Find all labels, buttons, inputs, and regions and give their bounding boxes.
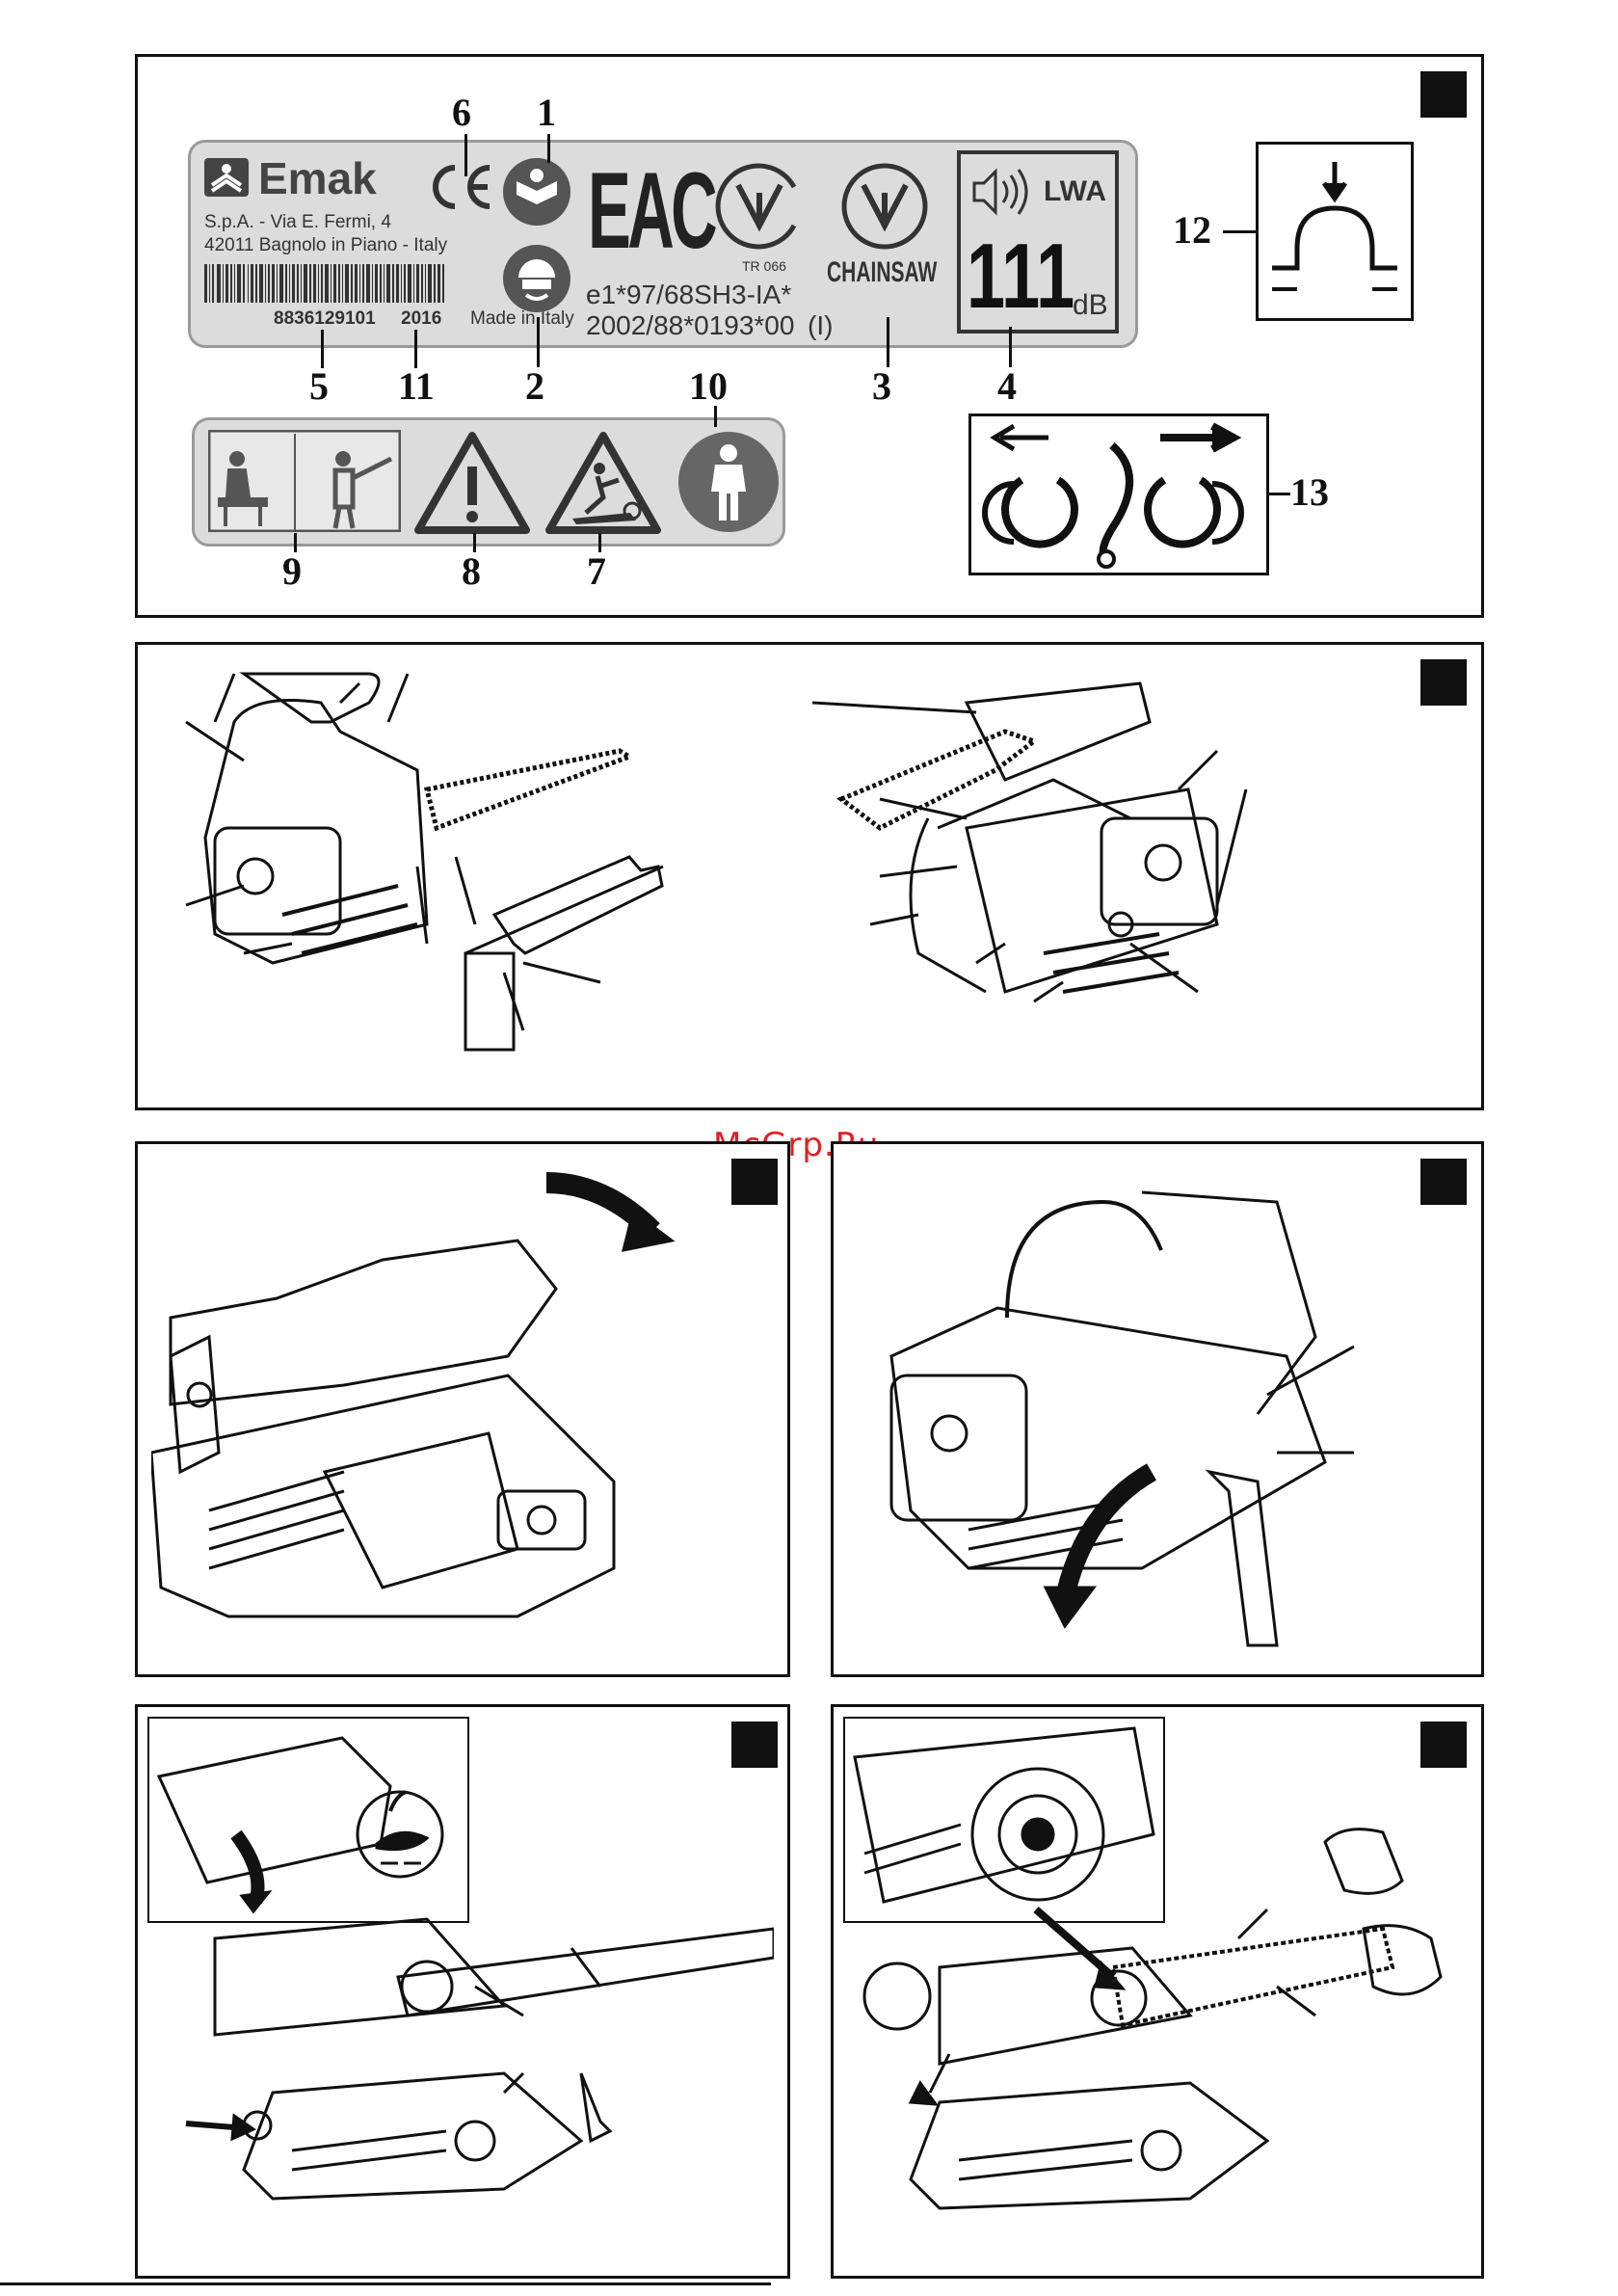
leader-10 <box>714 406 717 427</box>
callout-6: 6 <box>452 93 471 132</box>
ce-mark-icon <box>426 160 495 214</box>
speaker-icon <box>970 168 1034 216</box>
sound-power-box: LWA 111 dB <box>957 150 1119 334</box>
primer-press-icon <box>1259 145 1411 318</box>
lwa-label: LWA <box>1044 175 1106 208</box>
panel-bar-removal <box>135 1704 790 2279</box>
approval-code-2-suffix: (I) <box>808 310 833 341</box>
leader-13 <box>1267 493 1290 495</box>
callout-4: 4 <box>997 367 1017 406</box>
chainsaw-left-view-illustration <box>176 664 677 1088</box>
company-address-line2: 42011 Bagnolo in Piano - Italy <box>204 235 447 256</box>
kickback-warning-icon <box>544 430 663 536</box>
product-type: CHAINSAW <box>827 256 937 289</box>
emak-logo <box>204 158 249 197</box>
read-manual-icon <box>501 156 572 227</box>
callout-10: 10 <box>689 367 728 406</box>
year-of-manufacture: 2016 <box>401 308 441 330</box>
inset-lever-illustration <box>149 1719 464 1917</box>
callout-7: 7 <box>587 552 606 591</box>
leader-8 <box>473 533 476 552</box>
panel-overview <box>135 642 1484 1110</box>
callout-1: 1 <box>537 93 556 132</box>
chainsaw-front-illustration <box>853 1163 1431 1665</box>
brand-name: Emak <box>258 152 377 204</box>
inset-detail <box>147 1717 469 1923</box>
leader-5 <box>321 330 324 368</box>
chain-and-bar-illustration <box>843 1775 1479 2276</box>
figure-number-box <box>1420 71 1467 118</box>
leader-6 <box>464 134 467 176</box>
warning-triangle-icon <box>412 430 532 536</box>
leader-2 <box>537 317 540 367</box>
callout-5: 5 <box>309 367 329 406</box>
callout-3: 3 <box>872 367 891 406</box>
figure-number-box <box>1420 659 1467 706</box>
callout-9: 9 <box>282 552 302 591</box>
figure-number-box <box>1420 1722 1467 1768</box>
approval-code: e1*97/68SH3-IA* <box>586 280 791 310</box>
leader-1 <box>547 134 550 163</box>
training-illustration-icon <box>208 430 401 532</box>
safety-symbols-plate <box>192 417 785 547</box>
chain-tension-icon <box>971 416 1266 573</box>
serial-number: 8836129101 <box>274 308 376 330</box>
leader-11 <box>414 330 417 368</box>
protective-clothing-icon <box>676 430 781 534</box>
leader-12 <box>1223 230 1256 233</box>
eac-mark: EAC <box>588 148 714 273</box>
panel-label-symbols: Emak S.p.A. - Via E. Fermi, 4 42011 Bagn… <box>135 54 1484 618</box>
panel-chain-brake <box>831 1141 1484 1677</box>
callout-13: 13 <box>1290 473 1329 512</box>
bottom-rule <box>0 2283 771 2285</box>
company-address-line1: S.p.A. - Via E. Fermi, 4 <box>204 212 391 233</box>
ukraine-conformity-icon <box>711 158 808 254</box>
bar-and-cover-illustration <box>157 1900 774 2276</box>
sound-power-unit: dB <box>1073 289 1108 322</box>
callout-11: 11 <box>398 367 435 406</box>
callout-12: 12 <box>1173 211 1211 250</box>
panel-cover-removal <box>135 1141 790 1677</box>
sound-power-value: 111 <box>967 224 1074 330</box>
barcode <box>204 264 445 303</box>
callout-8: 8 <box>462 552 481 591</box>
helmet-icon <box>501 243 572 314</box>
panel-chain-fitting <box>831 1704 1484 2279</box>
leader-9 <box>294 533 297 552</box>
leader-4 <box>1009 327 1012 367</box>
ukraine-conformity-icon-2 <box>836 158 933 254</box>
chainsaw-side-panel-illustration <box>151 1163 768 1665</box>
approval-code-2: 2002/88*0193*00 <box>586 310 794 341</box>
primer-symbol-box <box>1256 142 1414 321</box>
figure-number-box <box>731 1722 778 1768</box>
emak-logo-icon <box>204 158 249 197</box>
rating-plate: Emak S.p.A. - Via E. Fermi, 4 42011 Bagn… <box>188 140 1138 348</box>
chain-tension-symbol-box <box>968 414 1269 575</box>
tr-code: TR 066 <box>742 258 786 274</box>
leader-3 <box>887 317 889 367</box>
callout-2: 2 <box>525 367 544 406</box>
leader-7 <box>598 533 601 552</box>
chainsaw-right-view-illustration <box>812 664 1352 1088</box>
